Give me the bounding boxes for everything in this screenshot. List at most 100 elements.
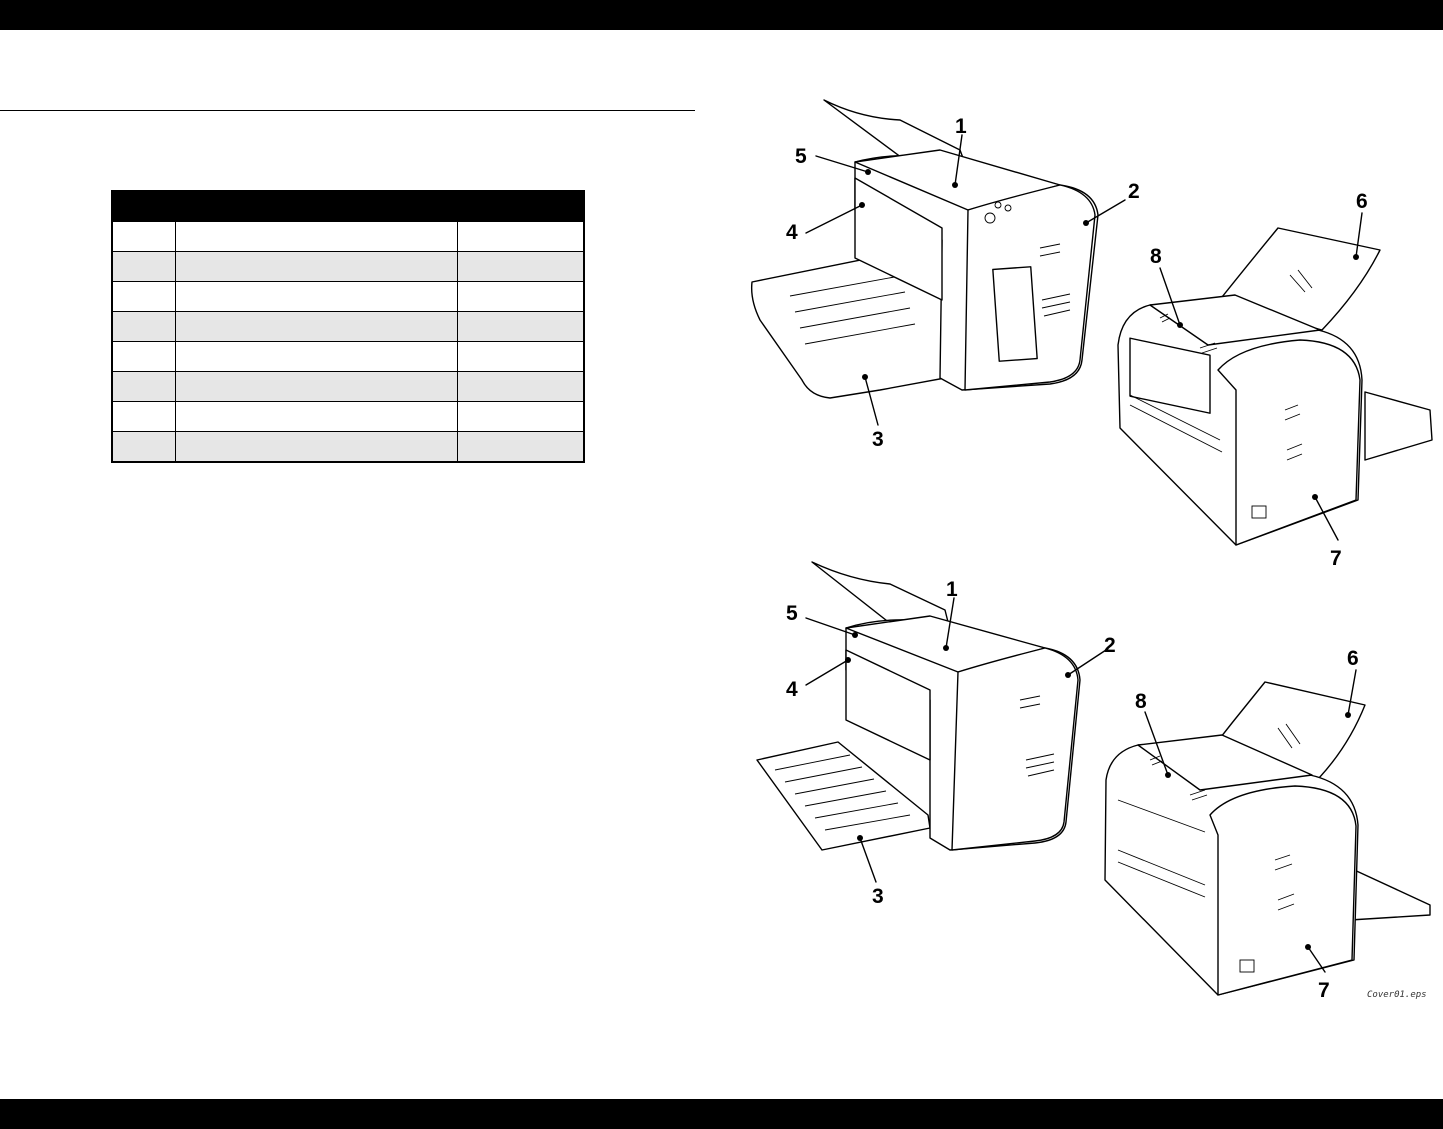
leader-line [1314,496,1339,541]
table-cell [112,341,175,372]
table-cell [456,281,584,312]
table-cell [456,311,584,342]
leader-dot [852,632,858,638]
table-cell [174,341,457,372]
table-cell [174,221,457,252]
table-cell [112,431,175,462]
upper-front-tray [750,251,946,399]
table-header-cell [112,191,175,222]
callout-label: 1 [955,115,967,138]
lower-rear-vents [1149,755,1208,801]
table-cell [112,221,175,252]
top-black-bar [0,0,1443,30]
table-row [112,341,584,372]
table-cell [112,251,175,282]
table-cell [112,281,175,312]
table-cell [456,371,584,402]
callout-label: 4 [786,221,798,244]
upper-front-front-cover [854,177,943,301]
leader-line [859,837,877,883]
upper-front-vents [1039,243,1071,317]
leader-dot [865,169,871,175]
callout-label: 8 [1150,245,1162,268]
table-row [112,311,584,342]
leader-dot [943,645,949,651]
leader-line [1355,212,1363,258]
upper-rear-body [1117,304,1363,546]
table-cell [456,431,584,462]
upper-rear-printer [1117,227,1433,546]
leader-line [815,155,869,173]
leader-line [805,617,856,636]
section-rule [0,110,695,111]
lower-front-tray-ribs [774,754,911,831]
upper-front-callouts: 1 2 3 4 5 [786,115,1140,451]
upper-rear-side-panel [1217,339,1361,546]
lower-rear-tray [1349,867,1431,921]
leader-line [1085,199,1126,224]
upper-front-side-panel [964,184,1096,391]
lower-front-front-cover [845,649,931,761]
leader-dot [1353,254,1359,260]
table-cell [174,281,457,312]
leader-dot [859,202,865,208]
leader-line [864,376,879,426]
leader-dot [1312,494,1318,500]
upper-rear-rear-cover [1129,337,1211,414]
callout-label: 6 [1356,190,1368,213]
upper-rear-callouts: 6 7 8 [1150,190,1368,570]
lower-rear-side-panel [1209,785,1357,996]
leader-line [1144,711,1169,776]
table-cell [174,251,457,282]
callout-label: 2 [1128,180,1140,203]
lower-rear-body [1104,744,1359,996]
upper-front-body [854,154,1099,391]
upper-rear-panel-lines [1129,394,1223,453]
bottom-black-bar [0,1099,1443,1129]
leader-dot [862,374,868,380]
table-cell [456,401,584,432]
figure-filename: Cover01.eps [1367,990,1427,1000]
callout-label: 5 [786,602,798,625]
table-row [112,431,584,462]
callout-label: 8 [1135,690,1147,713]
table-cell [112,401,175,432]
table-header-cell [456,191,584,222]
upper-rear-side-vents [1284,404,1303,461]
lower-rear-power-socket [1239,959,1255,973]
upper-front-led [1004,204,1012,212]
upper-rear-paper-shine [1289,269,1313,293]
callout-label: 7 [1330,547,1342,570]
upper-front-printer [750,99,1099,399]
lower-front-printer [756,561,1081,851]
leader-dot [1083,220,1089,226]
table-cell [456,251,584,282]
table-row [112,251,584,282]
callout-label: 6 [1347,647,1359,670]
upper-rear-tray [1364,391,1433,461]
table-header-row [112,191,584,222]
lower-front-open-tray [756,741,931,851]
table-row [112,221,584,252]
lower-front-callouts: 1 2 3 4 5 [786,578,1116,908]
callout-label: 4 [786,678,798,701]
leader-line [1067,649,1107,676]
lower-front-vents [1019,695,1055,777]
leader-dot [1065,672,1071,678]
lower-front-side-panel [951,647,1079,851]
lower-front-paper [811,561,956,651]
table-cell [174,431,457,462]
leader-dot [1345,712,1351,718]
table-cell [174,401,457,432]
callout-label: 1 [946,578,958,601]
upper-rear-paper [1217,227,1381,331]
upper-front-side-window [992,266,1038,362]
callout-label: 2 [1104,634,1116,657]
table-cell [174,311,457,342]
leader-line [1347,669,1357,716]
leader-line [1307,946,1326,973]
lower-rear-side-vents [1274,854,1295,911]
callout-label: 3 [872,428,884,451]
upper-rear-vents [1159,313,1218,354]
upper-front-button [984,212,996,224]
